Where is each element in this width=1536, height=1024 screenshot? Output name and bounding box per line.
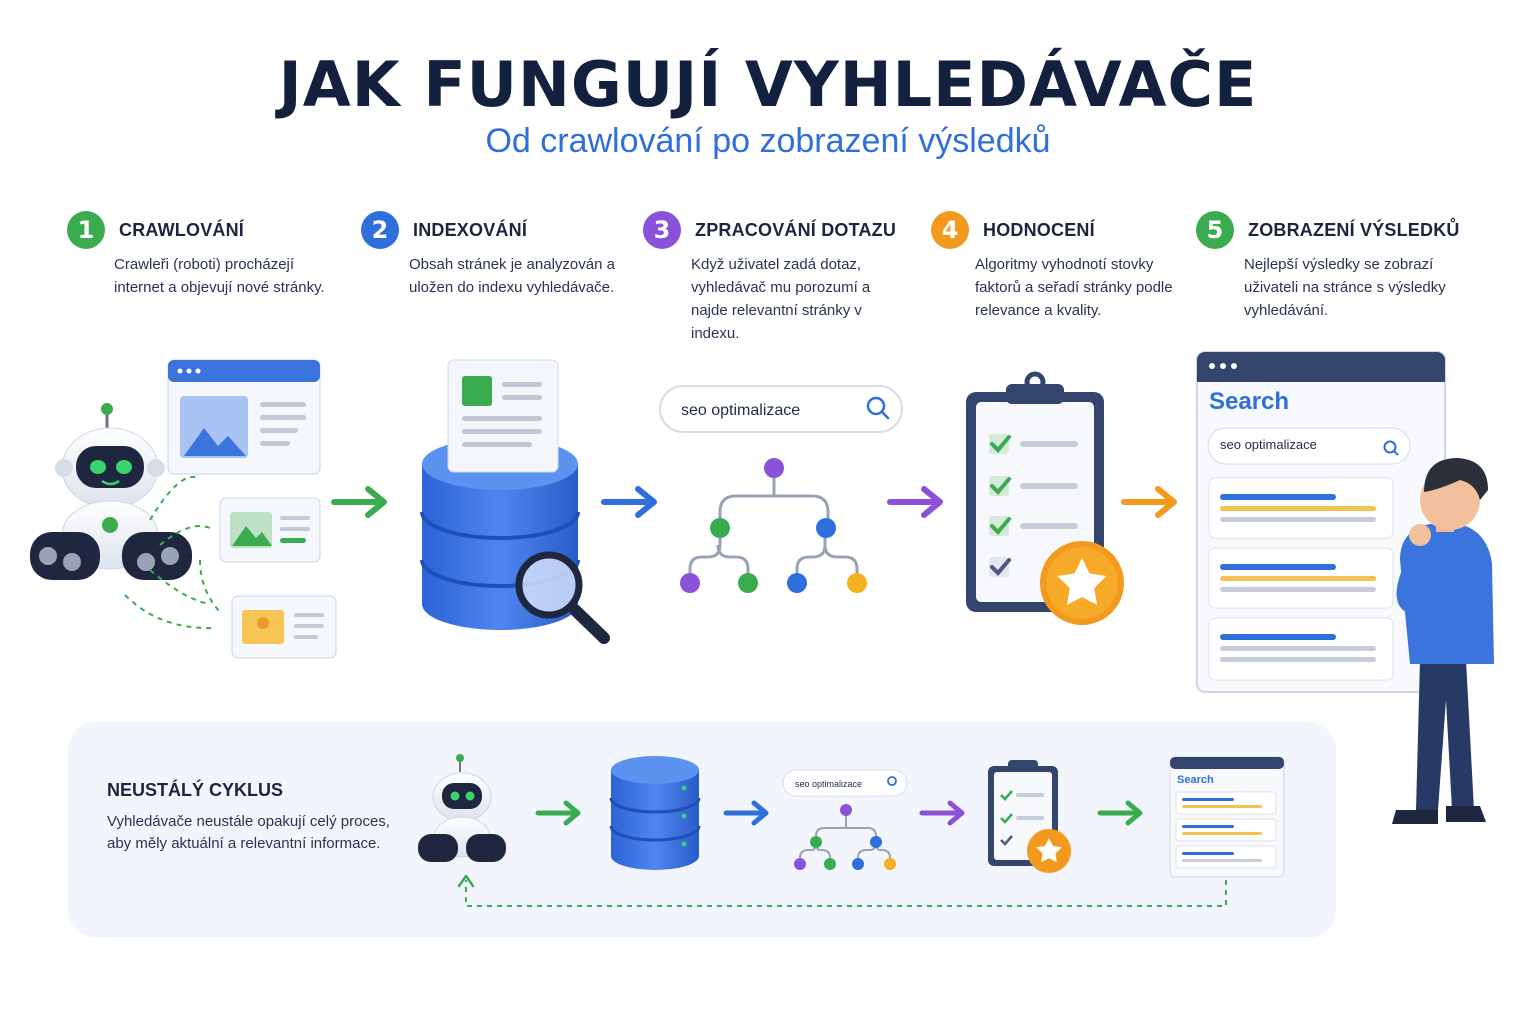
result-card bbox=[1208, 477, 1394, 539]
star-badge-icon bbox=[1040, 541, 1124, 625]
cycle-arrow-4-icon bbox=[1097, 800, 1143, 826]
cycle-title: NEUSTÁLÝ CYKLUS bbox=[107, 780, 284, 800]
page-subtitle: Od crawlování po zobrazení výsledků bbox=[485, 122, 1051, 160]
arrow-3-icon bbox=[887, 486, 943, 518]
step-4: 4 HODNOCENÍ Algoritmy vyhodnotí stovky f… bbox=[931, 211, 1180, 322]
search-query-text: seo optimalizace bbox=[681, 402, 800, 419]
webpage-medium-icon bbox=[219, 497, 321, 563]
step-4-desc: Algoritmy vyhodnotí stovky faktorů a seř… bbox=[975, 256, 1173, 319]
cycle-query-text: seo optimalizace bbox=[795, 779, 862, 789]
step-3-desc: Když uživatel zadá dotaz, vyhledávač mu … bbox=[691, 256, 871, 342]
step-3-title: ZPRACOVÁNÍ DOTAZU bbox=[695, 219, 897, 240]
step-1-desc: Crawleři (roboti) procházejí internet a … bbox=[114, 256, 325, 296]
cycle-database-icon bbox=[609, 756, 701, 870]
step-5-desc: Nejlepší výsledky se zobrazí uživateli n… bbox=[1244, 256, 1446, 319]
page-title: JAK FUNGUJÍ VYHLEDÁVAČE bbox=[278, 48, 1258, 121]
step-4-badge: 4 bbox=[931, 211, 969, 249]
crawl-paths bbox=[124, 475, 221, 630]
cycle-loop-arrow bbox=[457, 874, 1227, 907]
step-1: 1 CRAWLOVÁNÍ Crawleři (roboti) procházej… bbox=[67, 211, 329, 299]
step-2-desc: Obsah stránek je analyzován a uložen do … bbox=[409, 256, 615, 296]
magnifier-icon bbox=[515, 551, 610, 644]
step-2-title: INDEXOVÁNÍ bbox=[413, 219, 528, 240]
step-4-title: HODNOCENÍ bbox=[983, 219, 1095, 240]
cycle-search-logo: Search bbox=[1177, 774, 1214, 786]
step-2: 2 INDEXOVÁNÍ Obsah stránek je analyzován… bbox=[361, 211, 619, 299]
step-5-badge: 5 bbox=[1196, 211, 1234, 249]
search-icon bbox=[866, 396, 886, 416]
webpage-small-icon bbox=[231, 595, 337, 659]
search-logo: Search bbox=[1209, 388, 1289, 415]
arrow-4-icon bbox=[1121, 486, 1177, 518]
cycle-robot-icon bbox=[418, 754, 506, 862]
document-icon bbox=[447, 359, 559, 473]
cycle-results-icon: Search bbox=[1169, 756, 1285, 878]
step-3-badge: 3 bbox=[643, 211, 681, 249]
arrow-1-icon bbox=[331, 486, 387, 518]
cycle-search-diagram: seo optimalizace bbox=[782, 769, 908, 870]
robot-icon bbox=[30, 403, 192, 580]
step-1-badge: 1 bbox=[67, 211, 105, 249]
search-bar: seo optimalizace bbox=[659, 385, 903, 433]
cycle-clipboard-icon bbox=[988, 760, 1071, 873]
result-card bbox=[1208, 617, 1394, 681]
arrow-2-icon bbox=[601, 486, 657, 518]
person-icon bbox=[1392, 458, 1494, 824]
result-card bbox=[1208, 547, 1394, 609]
step-5: 5 ZOBRAZENÍ VÝSLEDKŮ Nejlepší výsledky s… bbox=[1196, 211, 1460, 322]
step-5-title: ZOBRAZENÍ VÝSLEDKŮ bbox=[1248, 219, 1460, 240]
check-icon bbox=[989, 434, 1078, 577]
query-tree-diagram bbox=[688, 468, 859, 583]
results-window: Search seo optimalizace bbox=[1196, 351, 1446, 693]
webpage-large-icon bbox=[167, 359, 321, 475]
step-1-title: CRAWLOVÁNÍ bbox=[119, 219, 244, 240]
results-query-text: seo optimalizace bbox=[1220, 437, 1317, 452]
cycle-panel bbox=[68, 722, 1336, 938]
query-tree-nodes bbox=[680, 458, 867, 593]
step-3: 3 ZPRACOVÁNÍ DOTAZU Když uživatel zadá d… bbox=[643, 211, 896, 345]
cycle-desc: Vyhledávače neustále opakují celý proces… bbox=[107, 813, 390, 852]
cycle-arrow-2-icon bbox=[723, 800, 769, 826]
step-2-badge: 2 bbox=[361, 211, 399, 249]
cycle-arrow-1-icon bbox=[535, 800, 581, 826]
cycle-arrow-3-icon bbox=[919, 800, 965, 826]
